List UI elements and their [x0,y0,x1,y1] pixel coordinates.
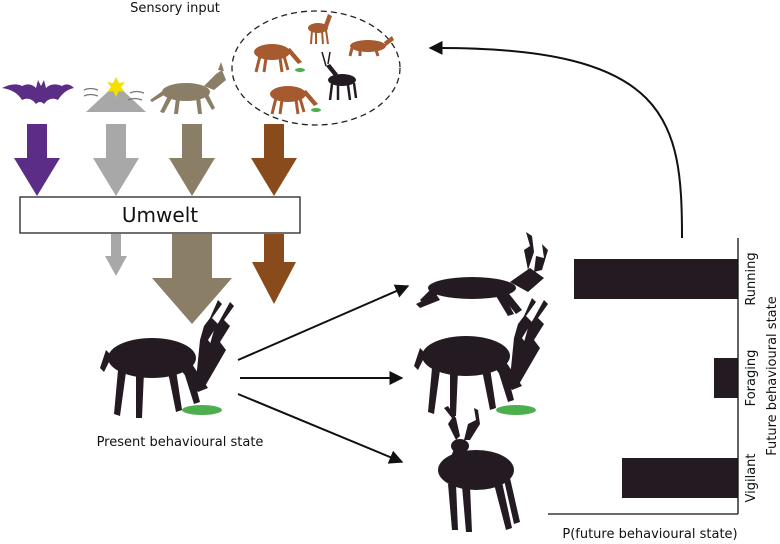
vigilant-blackbuck-icon [438,406,520,532]
bar-running [574,259,738,299]
sensory-input-label: Sensory input [130,1,220,16]
weather-input-arrow [93,124,139,196]
to-vigilant-arrow [237,393,404,464]
weather-icon [83,77,146,112]
dog-input-arrow [169,124,215,196]
umwelt-label: Umwelt [122,203,198,227]
y-axis-label: Future behavioural state [765,296,780,455]
herd-filtered-arrow [252,234,296,304]
predator-input-arrow [14,124,60,196]
probability-bars [574,259,738,498]
wild-dog-icon [150,62,226,114]
category-label-foraging: Foraging [744,350,759,407]
umwelt-box [19,196,301,234]
present-blackbuck-icon [100,300,234,418]
x-axis-label: P(future behavioural state) [562,527,737,542]
weather-filtered-arrow [105,234,127,276]
bar-foraging [714,358,738,398]
herd-ellipse [231,10,401,126]
category-label-vigilant: Vigilant [744,454,759,503]
feedback-arrow [428,40,683,239]
herd-input-arrow [251,124,297,196]
bat-icon [2,80,74,104]
foraging-blackbuck-icon [414,298,548,416]
herd-icon [254,14,394,115]
dog-filtered-arrow [152,234,232,324]
bar-vigilant [622,458,738,498]
to-running-arrow [237,284,410,361]
present-state-label: Present behavioural state [97,435,264,450]
category-label-running: Running [744,252,759,305]
running-blackbuck-icon [416,232,548,316]
